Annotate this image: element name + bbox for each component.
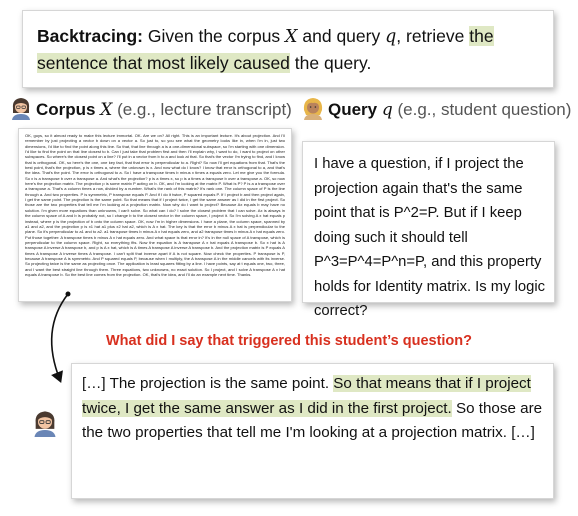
corpus-title: Corpus [36,99,96,119]
answer-text: […] The projection is the same point. So… [82,372,550,446]
teacher-avatar-icon [32,409,58,442]
definition-text-part: , retrieve [396,26,470,46]
answer-card: […] The projection is the same point. So… [71,363,554,499]
query-note: (e.g., student question) [392,99,572,119]
answer-suffix: So those are the two properties that tel… [82,399,543,442]
definition-label: Backtracing: [37,26,144,46]
corpus-var: X [100,99,113,120]
student-avatar-icon [302,96,324,125]
corpus-card: OK, guys, so it almost ready to make thi… [18,128,292,302]
prompt-question: What did I say that triggered this stude… [105,333,472,349]
teacher-avatar-icon [10,96,32,125]
query-card: I have a question, if I project the proj… [302,141,555,319]
definition-text-part: and query [297,26,386,46]
definition-text-part: the query. [289,53,372,73]
corpus-header: Corpus X (e.g., lecture transcript) [10,96,292,125]
query-header: Query q (e.g., student question) [302,96,571,125]
definition-text: Backtracing: Given the corpus X and quer… [37,23,542,76]
answer-prefix: […] The projection is the same point. [82,375,334,392]
corpus-note: (e.g., lecture transcript) [112,99,292,119]
corpus-transcript: OK, guys, so it almost ready to make thi… [25,133,285,277]
corpus-variable: X [285,27,298,47]
query-var: q [381,99,393,120]
definition-text-part: Given the corpus [143,26,286,46]
query-title: Query [328,99,378,119]
query-text: I have a question, if I project the proj… [314,156,546,319]
query-variable: q [385,27,397,47]
definition-card: Backtracing: Given the corpus X and quer… [22,10,554,88]
